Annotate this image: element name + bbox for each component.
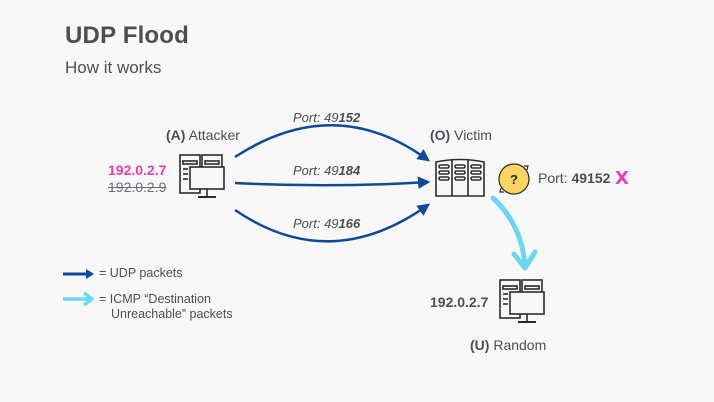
legend-udp-arrow-icon (63, 269, 94, 279)
victim-server-icon (435, 158, 485, 197)
packet-label-bottom: Port: 49166 (293, 216, 361, 231)
random-host-ip: 192.0.2.7 (430, 294, 489, 310)
page-title: UDP Flood (65, 22, 190, 49)
legend-udp-text: = UDP packets (99, 266, 183, 280)
packet-label-middle: Port: 49184 (293, 163, 361, 178)
random-host-label: (U) Random (470, 337, 546, 353)
svg-text:?: ? (510, 172, 518, 187)
random-host-computer-icon (499, 279, 545, 323)
question-cycle-icon: ? (498, 163, 530, 195)
victim-name: Victim (454, 127, 492, 143)
attacker-tag: (A) (166, 127, 186, 143)
udp-arrow-middle (234, 176, 431, 189)
random-host-name: Random (493, 337, 547, 353)
random-host-tag: (U) (470, 337, 490, 353)
attacker-computer-icon (179, 154, 225, 198)
icmp-arrow (490, 195, 538, 271)
legend-icmp-text: = ICMP “Destination Unreachable” packets (99, 292, 233, 321)
victim-port: Port: 49152 (538, 170, 611, 186)
attacker-name: Attacker (188, 127, 240, 143)
udp-arrow-bottom (234, 203, 431, 243)
victim-tag: (O) (430, 127, 451, 143)
udp-arrow-top (234, 124, 431, 162)
attacker-ip-previous: 192.0.2.9 (108, 179, 167, 195)
page-subtitle: How it works (65, 58, 162, 77)
legend-icmp-arrow-icon (63, 291, 94, 307)
fail-mark-icon: X (615, 168, 629, 189)
attacker-ip-current: 192.0.2.7 (108, 162, 167, 178)
attacker-label: (A) Attacker (166, 127, 240, 143)
packet-label-top: Port: 49152 (293, 110, 361, 125)
victim-label: (O) Victim (430, 127, 492, 143)
